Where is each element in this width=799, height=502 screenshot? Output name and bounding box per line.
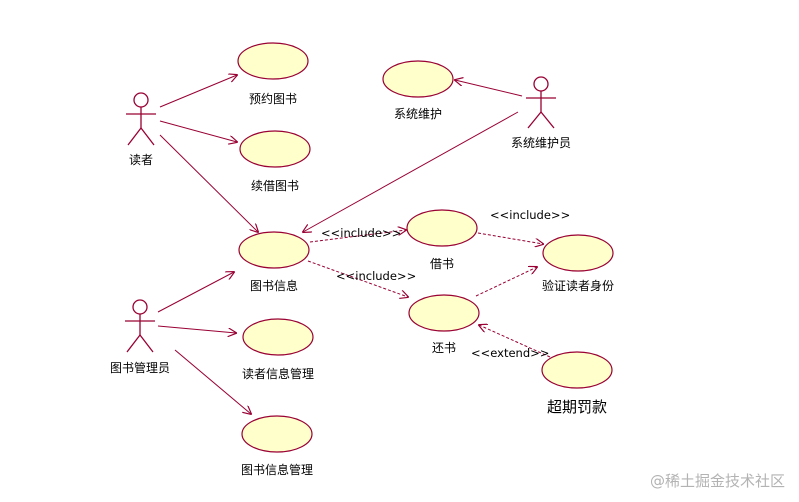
usecase-verify-label: 验证读者身份	[542, 278, 614, 293]
usecase-readermgmt[interactable]: 读者信息管理	[242, 318, 314, 381]
include-bookinfo-return	[307, 260, 408, 297]
usecase-fine[interactable]: 超期罚款	[541, 351, 613, 416]
include-label-verify: <<include>>	[490, 208, 570, 222]
actor-librarian[interactable]: 图书管理员	[110, 299, 170, 375]
usecase-return[interactable]: 还书	[408, 294, 480, 355]
extend-label-fine: <<extend>>	[471, 346, 549, 360]
assoc-reader-reserve	[159, 75, 237, 108]
assoc-sysadmin-maintain	[455, 80, 523, 97]
usecase-maintain[interactable]: 系统维护	[382, 60, 454, 121]
usecase-bookmgmt-label: 图书信息管理	[241, 462, 313, 477]
usecase-return-label: 还书	[432, 341, 456, 355]
usecase-bookinfo[interactable]: 图书信息	[238, 231, 310, 293]
usecase-reserve[interactable]: 预约图书	[237, 42, 309, 106]
usecase-reserve-label: 预约图书	[249, 91, 297, 106]
watermark: @稀土掘金技术社区	[650, 472, 785, 490]
usecase-borrow[interactable]: 借书	[406, 209, 478, 271]
assoc-sysadmin-bookinfo	[303, 111, 519, 232]
usecase-bookinfo-label: 图书信息	[250, 278, 298, 293]
assoc-librarian-readermgmt	[157, 325, 236, 333]
usecase-maintain-label: 系统维护	[394, 107, 442, 121]
actor-reader[interactable]: 读者	[126, 92, 156, 167]
actor-sysadmin[interactable]: 系统维护员	[511, 76, 571, 150]
include-borrow-verify	[477, 232, 543, 244]
actor-sysadmin-label: 系统维护员	[511, 136, 571, 150]
usecase-verify[interactable]: 验证读者身份	[542, 234, 614, 293]
usecase-bookmgmt[interactable]: 图书信息管理	[241, 415, 313, 477]
extend-fine-return	[479, 325, 551, 358]
include-label-borrow: <<include>>	[321, 226, 401, 240]
include-return-verify	[475, 267, 537, 297]
include-bookinfo-borrow	[309, 230, 406, 243]
assoc-reader-bookinfo	[159, 134, 258, 232]
actor-librarian-label: 图书管理员	[110, 360, 170, 375]
assoc-reader-renew	[159, 120, 237, 142]
usecase-readermgmt-label: 读者信息管理	[242, 366, 314, 381]
include-label-return: <<include>>	[336, 269, 416, 283]
usecase-borrow-label: 借书	[430, 257, 454, 271]
actor-reader-label: 读者	[129, 153, 153, 167]
usecase-renew-label: 续借图书	[251, 179, 299, 193]
assoc-librarian-bookmgmt	[174, 349, 251, 414]
usecase-renew[interactable]: 续借图书	[239, 130, 311, 193]
usecase-fine-label: 超期罚款	[547, 398, 607, 416]
assoc-librarian-bookinfo	[157, 272, 234, 313]
